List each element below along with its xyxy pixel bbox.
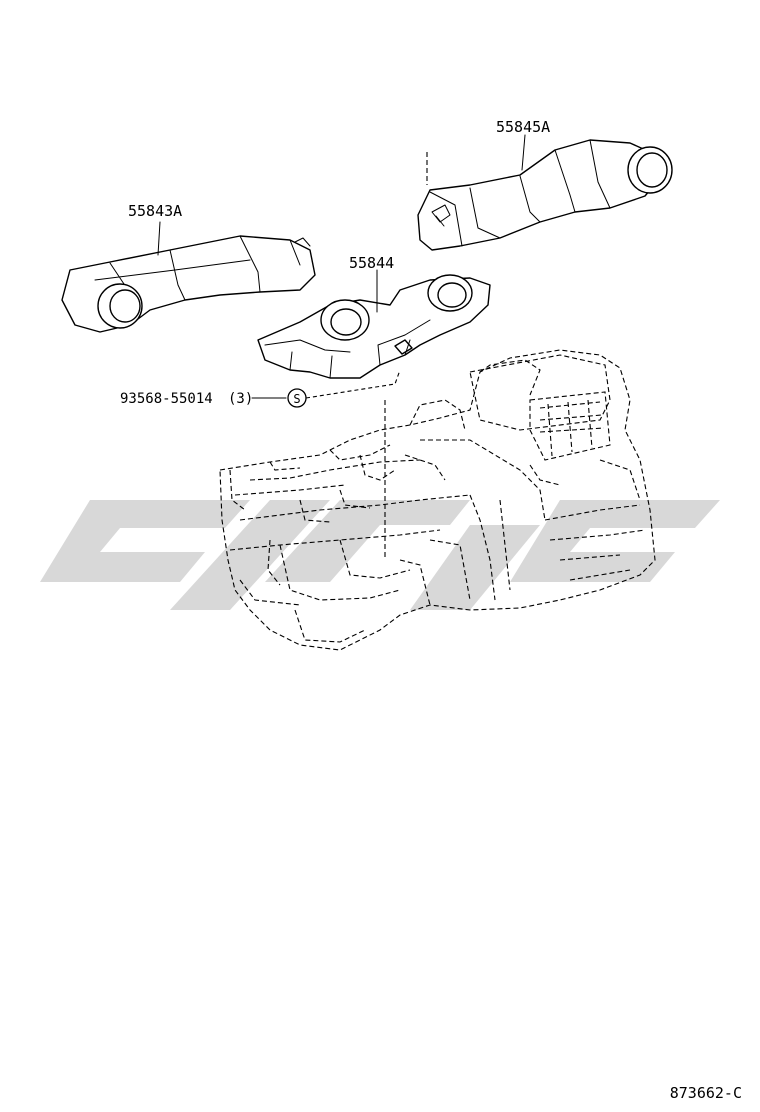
part-number-55843A: 55843A xyxy=(128,202,182,220)
diagram-code: 873662-C xyxy=(670,1084,742,1102)
screw-symbol xyxy=(287,388,307,408)
leader-55845A xyxy=(521,134,526,171)
watermark-logo xyxy=(40,500,720,610)
screw-symbol-letter: S xyxy=(293,392,300,406)
part-number-93568-55014: 93568-55014 xyxy=(120,391,213,407)
leader-screw-dashed xyxy=(305,369,401,399)
upper-right-duct-drawing xyxy=(417,139,673,251)
left-duct-drawing xyxy=(61,235,316,333)
part-number-55844: 55844 xyxy=(349,254,394,272)
hvac-unit-drawing xyxy=(219,349,656,651)
center-duct-drawing xyxy=(257,274,491,379)
leader-lines xyxy=(157,134,526,399)
part-number-55845A: 55845A xyxy=(496,118,550,136)
screw-quantity: (3) xyxy=(228,391,253,407)
leader-55843A xyxy=(157,221,161,256)
